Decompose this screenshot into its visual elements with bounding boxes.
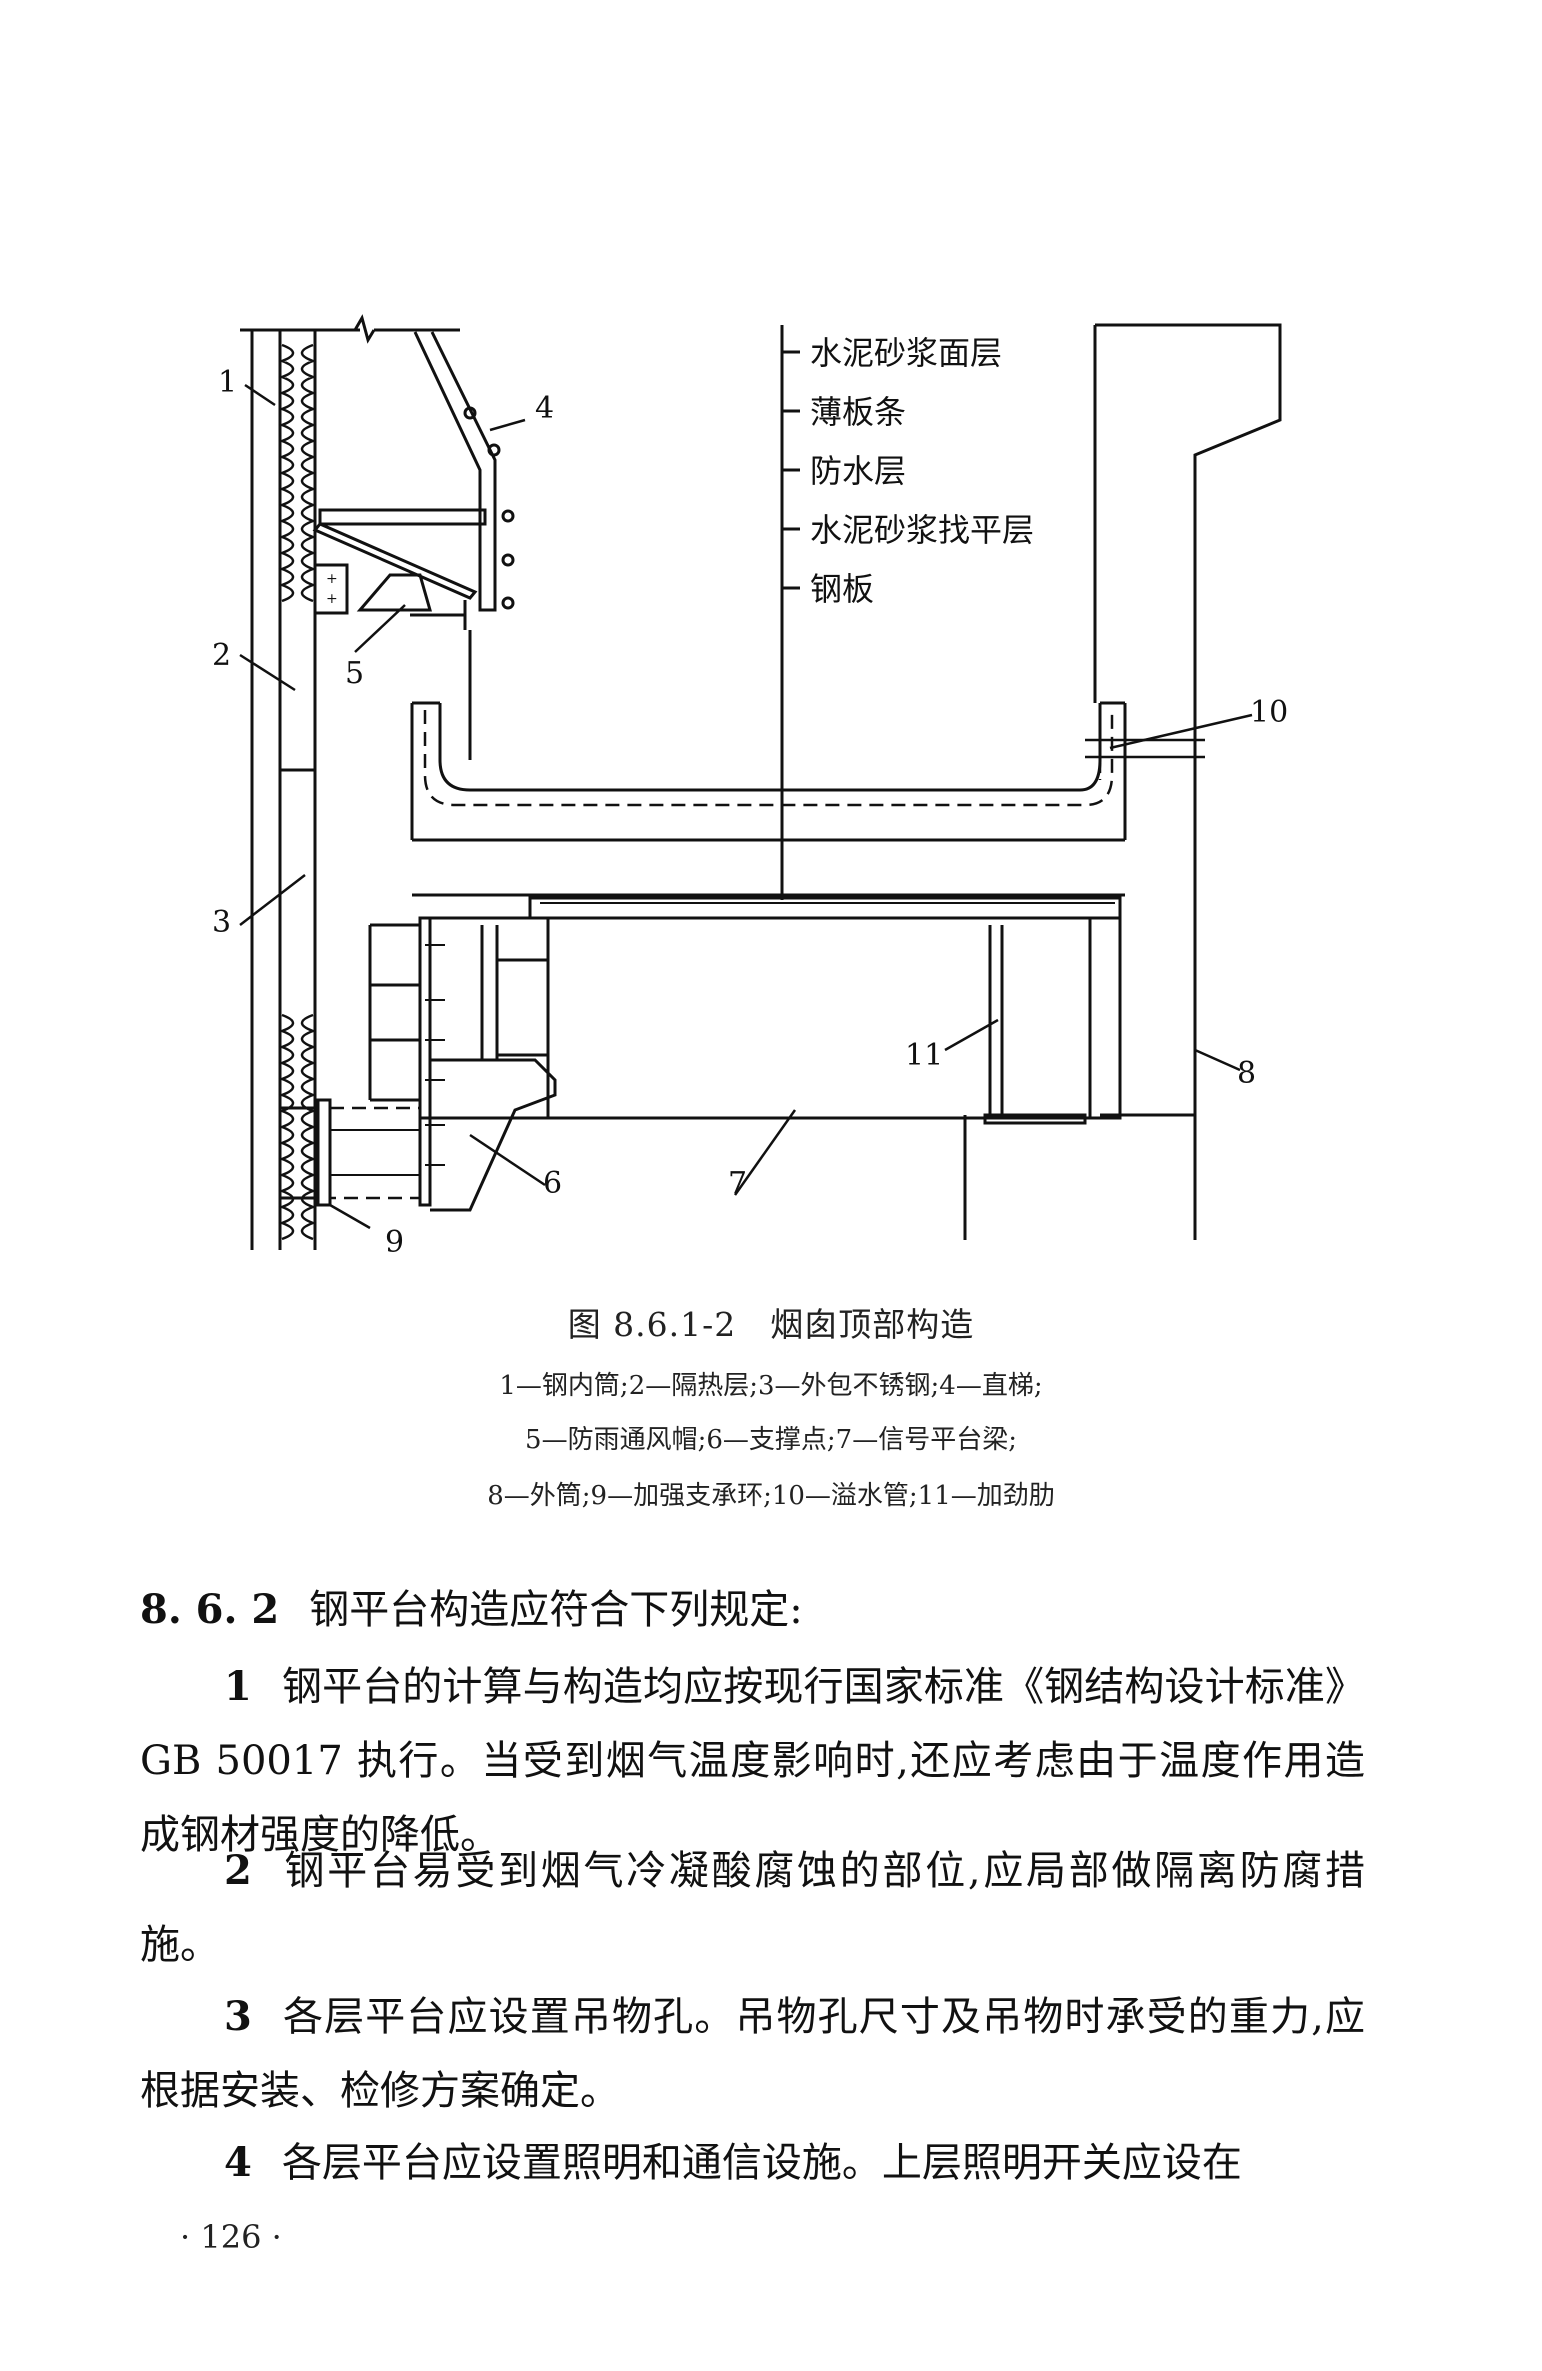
platform-tray: [410, 701, 1127, 897]
layer-label-thin-lath: 薄板条: [810, 393, 906, 431]
chimney-top-structure-drawing: + +: [212, 314, 1288, 1260]
callout-1: 1: [218, 365, 237, 400]
insulation-layer-upper: [278, 343, 317, 603]
insulation-layer-lower: [278, 1013, 317, 1241]
item-text: 钢平台易受到烟气冷凝酸腐蚀的部位,应局部做隔离防腐措施。: [140, 1848, 1365, 1968]
callout-11: 11: [905, 1038, 943, 1073]
section-number: 8. 6. 2: [140, 1586, 280, 1633]
svg-text:+: +: [326, 571, 338, 587]
layer-ticks: [782, 350, 800, 590]
item-text: 钢平台的计算与构造均应按现行国家标准《钢结构设计标准》GB 50017 执行。当…: [140, 1664, 1365, 1858]
support-point-bracket: [368, 923, 557, 1212]
signal-platform-beam: [418, 916, 1122, 1120]
reinforced-support-ring: [280, 1098, 422, 1207]
item-number: 2: [224, 1847, 252, 1894]
layer-label-waterproof: 防水层: [810, 452, 906, 490]
list-item: 4 各层平台应设置照明和通信设施。上层照明开关应设在: [140, 2126, 1365, 2200]
layer-label-steel-plate: 钢板: [810, 570, 874, 608]
svg-text:+: +: [326, 591, 338, 607]
item-number: 4: [224, 2139, 252, 2186]
callout-numbers: 1 2 3 4 5 6 7 8 9 10 11: [212, 365, 1288, 1260]
callout-10: 10: [1250, 695, 1288, 730]
steel-plate-deck: [528, 896, 1122, 920]
figure-legend-line: 1—钢内筒;2—隔热层;3—外包不锈钢;4—直梯;: [499, 1371, 1043, 1401]
stiffener-rib: [983, 925, 1087, 1125]
callout-2: 2: [212, 638, 231, 673]
layer-label-cement-mortar-leveling: 水泥砂浆找平层: [810, 511, 1034, 549]
callout-7: 7: [728, 1166, 747, 1201]
item-text: 各层平台应设置吊物孔。吊物孔尺寸及吊物时承受的重力,应根据安装、检修方案确定。: [140, 1994, 1365, 2114]
callout-8: 8: [1237, 1056, 1256, 1091]
callout-leaders: [239, 383, 1253, 1230]
section-title: 钢平台构造应符合下列规定:: [309, 1587, 803, 1633]
page-number: · 126 ·: [180, 2218, 282, 2256]
callout-3: 3: [212, 905, 231, 940]
vertical-ladder: [413, 331, 515, 612]
outer-tube: [963, 323, 1282, 1240]
item-number: 3: [224, 1993, 252, 2040]
callout-4: 4: [535, 391, 554, 426]
callout-9: 9: [385, 1225, 404, 1260]
figure-legend-line: 5—防雨通风帽;6—支撑点;7—信号平台梁;: [525, 1425, 1017, 1455]
overflow-pipe: [1085, 715, 1205, 780]
figure-legend-line: 8—外筒;9—加强支承环;10—溢水管;11—加劲肋: [487, 1481, 1055, 1511]
figure-caption: 图 8.6.1-2 烟囱顶部构造: [567, 1305, 975, 1344]
steel-inner-tube: [240, 314, 460, 1250]
section-heading: 8. 6. 2 钢平台构造应符合下列规定:: [140, 1573, 1365, 1647]
layer-label-cement-mortar-surface: 水泥砂浆面层: [810, 334, 1002, 372]
callout-5: 5: [345, 656, 364, 691]
item-number: 1: [224, 1663, 252, 1710]
layer-labels: 水泥砂浆面层 薄板条 防水层 水泥砂浆找平层 钢板: [810, 334, 1034, 608]
callout-6: 6: [543, 1166, 562, 1201]
rain-ventilation-cap: + +: [312, 508, 487, 760]
item-text: 各层平台应设置照明和通信设施。上层照明开关应设在: [281, 2140, 1242, 2186]
